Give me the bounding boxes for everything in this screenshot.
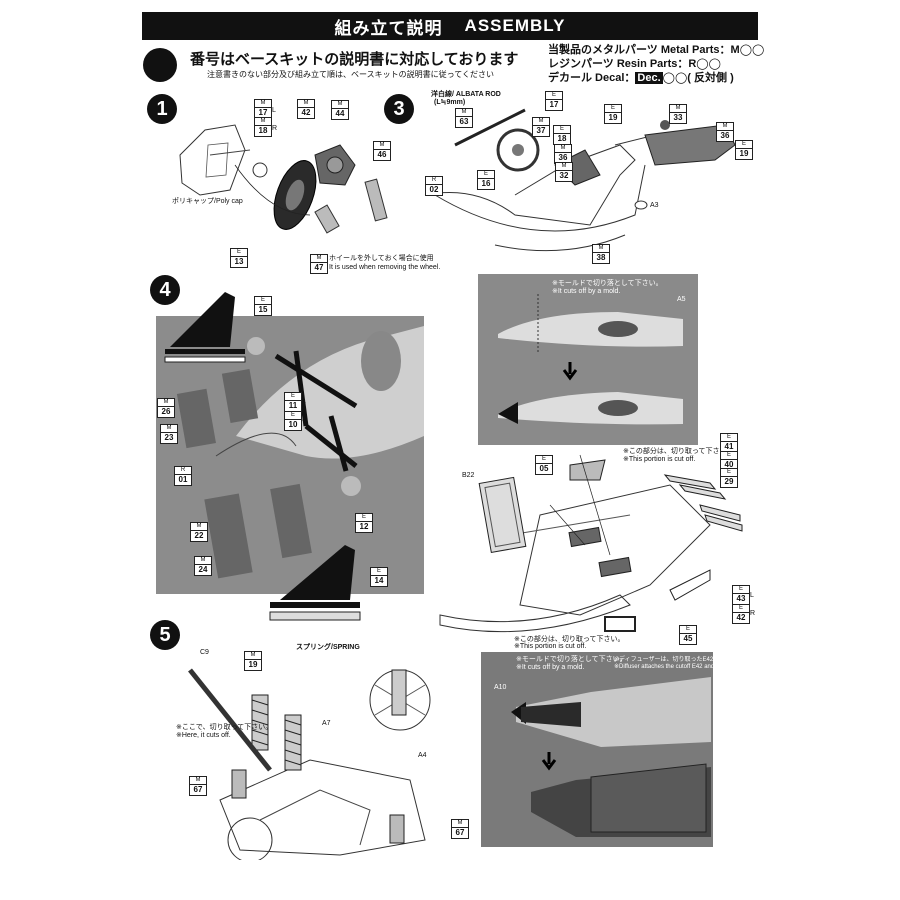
floor-cut-jp: ※この部分は、切り取って下さい。 [623,448,734,455]
a10-label: A10 [494,684,507,691]
step4-photo [156,316,424,594]
b22-label: B22 [462,472,475,479]
nose-photo [478,274,698,445]
e42-side: R [750,610,756,617]
step1-drawing [179,124,388,234]
a3-label: A3 [650,202,659,209]
parts-legend: 当製品のメタルパーツ Metal Parts：M◯◯ レジンパーツ Resin … [548,43,764,85]
intro-sub: 注意書きのない部分及び組み立て順は、ベースキットの説明書に従ってください [207,70,494,79]
header-bar: 組み立て説明 ASSEMBLY [142,12,758,40]
floor-mold-jp: ※モールドで切り落として下さい。 [516,656,627,663]
floor-cut2-en: ※This portion is cut off. [514,643,587,650]
e43-side: L [750,592,754,599]
nose-note-en: ※It cuts off by a mold. [552,288,621,295]
floor-cut-en: ※This portion is cut off. [623,456,696,463]
wing-e12 [269,545,361,621]
step-1-badge: 1 [147,94,177,124]
floor-mold-en: ※It cuts off by a mold. [516,664,585,671]
floor-photo [481,652,713,847]
a7-label: A7 [322,720,331,727]
wing-e13 [164,292,246,363]
nose-a5-label: A5 [677,296,686,303]
wheel-note-en: It is used when removing the wheel. [329,264,441,271]
metal-parts: 当製品のメタルパーツ Metal Parts：M◯◯ [548,44,765,56]
decal-box: Dec. [635,72,663,84]
bullet-dot [143,48,177,82]
floor-drawing [439,454,743,633]
resin-parts: レジンパーツ Resin Parts：R◯◯ [548,58,721,70]
wheel-note-jp: ホイールを外しておく場合に使用 [329,255,434,262]
step-5-badge: 5 [150,620,180,650]
floor-cut2-jp: ※この部分は、切り取って下さい。 [514,636,625,643]
step5-drawing [188,668,431,860]
diff-note-jp: ※ディフューザーは、切り取ったE42とE43を取付けて下さい。 [614,657,784,663]
intro-main: 番号はベースキットの説明書に対応しております [190,51,519,68]
a4-label: A4 [418,752,427,759]
polycap-label: ポリキャップ/Poly cap [172,198,243,205]
decal-parts: デカール Decal：Dec.◯◯( 反対側 ) [548,72,734,84]
title-en: ASSEMBLY [464,16,566,35]
step5-cut-en: ※Here, it cuts off. [176,732,231,739]
diff-note-en: ※Diffuser attaches the cutoff E42 and E4… [614,664,729,670]
side-l: L [272,107,276,114]
step-4-badge: 4 [150,275,180,305]
e11-side: L [302,398,306,405]
c9-label: C9 [200,649,209,656]
rod-label: 洋白線/ ALBATA ROD [431,91,501,98]
step5-cut-jp: ※ここで、切り取って下さい。 [176,724,273,731]
spring-label: スプリング/SPRING [296,644,360,651]
e10-side: R [302,416,308,423]
step3-drawing [424,108,736,252]
step-3-badge: 3 [384,94,414,124]
title-jp: 組み立て説明 [334,18,443,38]
rod-size: (L≒9mm) [434,99,466,106]
side-r: R [272,125,278,132]
nose-note-jp: ※モールドで切り落として下さい。 [552,280,663,287]
